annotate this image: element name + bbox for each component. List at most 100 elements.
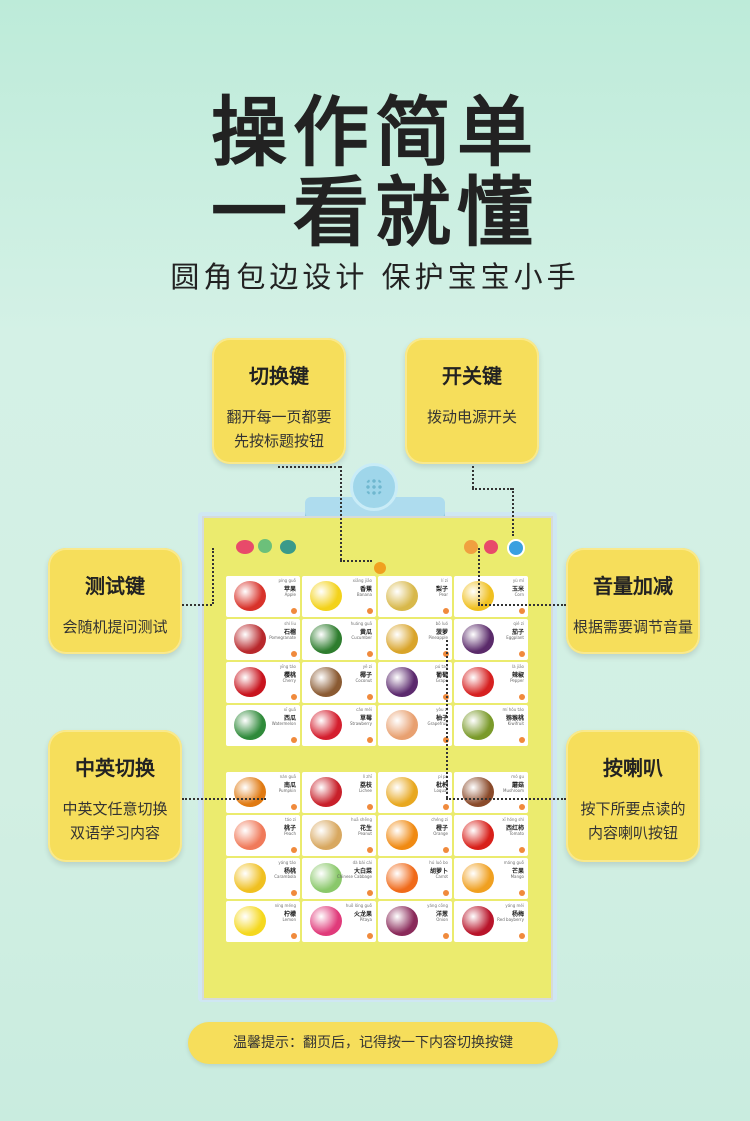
power-button[interactable] <box>507 539 525 557</box>
speaker-icon[interactable] <box>367 847 373 853</box>
fruit-chinese: 蘑菇 <box>511 782 524 789</box>
speaker-icon[interactable] <box>519 694 525 700</box>
callout-lang-desc2: 双语学习内容 <box>69 824 160 842</box>
speaker-icon[interactable] <box>367 651 373 657</box>
fruit-chinese: 南瓜 <box>283 782 296 789</box>
connector-power <box>472 466 474 488</box>
connector-switch <box>278 466 340 468</box>
fruit-pinyin: pú tao <box>435 664 448 669</box>
fruit-english: Corn <box>514 592 524 597</box>
speaker-icon[interactable] <box>367 694 373 700</box>
speaker-icon[interactable] <box>367 608 373 614</box>
speaker-icon[interactable] <box>291 804 297 810</box>
lang-switch-button[interactable] <box>258 539 272 553</box>
speaker-icon[interactable] <box>291 933 297 939</box>
fruit-image <box>386 820 418 850</box>
fruit-english: Strawberry <box>349 721 372 726</box>
speaker-icon[interactable] <box>443 933 449 939</box>
speaker-icon[interactable] <box>291 608 297 614</box>
speaker-icon[interactable] <box>519 890 525 896</box>
speaker-icon[interactable] <box>367 737 373 743</box>
speaker-icon[interactable] <box>519 737 525 743</box>
speaker-icon[interactable] <box>367 804 373 810</box>
speaker-icon[interactable] <box>519 608 525 614</box>
volume-down-button[interactable] <box>464 540 478 554</box>
fruit-pinyin: máng guǒ <box>503 860 524 865</box>
volume-up-button[interactable] <box>484 540 498 554</box>
fruit-image <box>310 906 342 936</box>
fruit-chinese: 西红柿 <box>505 825 524 832</box>
speaker-icon[interactable] <box>291 847 297 853</box>
speaker-icon[interactable] <box>291 651 297 657</box>
fruit-image <box>386 710 418 740</box>
speaker-icon[interactable] <box>443 890 449 896</box>
callout-power-desc: 拨动电源开关 <box>426 408 517 426</box>
fruit-image <box>462 820 494 850</box>
fruit-english: Orange <box>433 831 448 836</box>
fruit-english: Mushroom <box>503 788 524 793</box>
speaker-icon[interactable] <box>443 847 449 853</box>
speaker-knob <box>350 463 398 511</box>
speaker-icon[interactable] <box>519 847 525 853</box>
speaker-icon[interactable] <box>443 608 449 614</box>
callout-switch-desc: 翻开每一页都要 先按标题按钮 <box>212 405 346 453</box>
fruit-pinyin: cǎo méi <box>356 707 372 712</box>
callout-horn-head: 按喇叭 <box>603 756 663 780</box>
fruit-pinyin: mí hóu táo <box>502 707 524 712</box>
fruit-chinese: 梨子 <box>435 586 448 593</box>
speaker-icon[interactable] <box>443 804 449 810</box>
speaker-icon[interactable] <box>291 737 297 743</box>
speaker-icon[interactable] <box>367 933 373 939</box>
mode-button[interactable] <box>280 540 296 554</box>
callout-power-key: 开关键 拨动电源开关 <box>405 338 539 464</box>
callout-horn-desc1: 按下所要点读的 <box>580 800 686 818</box>
speaker-icon[interactable] <box>291 890 297 896</box>
test-button[interactable] <box>236 540 254 554</box>
speaker-icon[interactable] <box>519 804 525 810</box>
switch-title-button[interactable] <box>374 562 386 574</box>
speaker-icon[interactable] <box>367 890 373 896</box>
fruit-pinyin: yù mǐ <box>512 578 524 583</box>
speaker-icon[interactable] <box>291 694 297 700</box>
fruit-english: Tomato <box>509 831 524 836</box>
fruit-english: Carambola <box>274 874 296 879</box>
speaker-icon[interactable] <box>519 933 525 939</box>
fruit-chinese: 草莓 <box>359 715 372 722</box>
fruit-pinyin: xiāng jiāo <box>352 578 372 583</box>
fruit-pinyin: shí liu <box>284 621 296 626</box>
speaker-icon[interactable] <box>519 651 525 657</box>
fruit-english: Kiwifruit <box>507 721 524 726</box>
